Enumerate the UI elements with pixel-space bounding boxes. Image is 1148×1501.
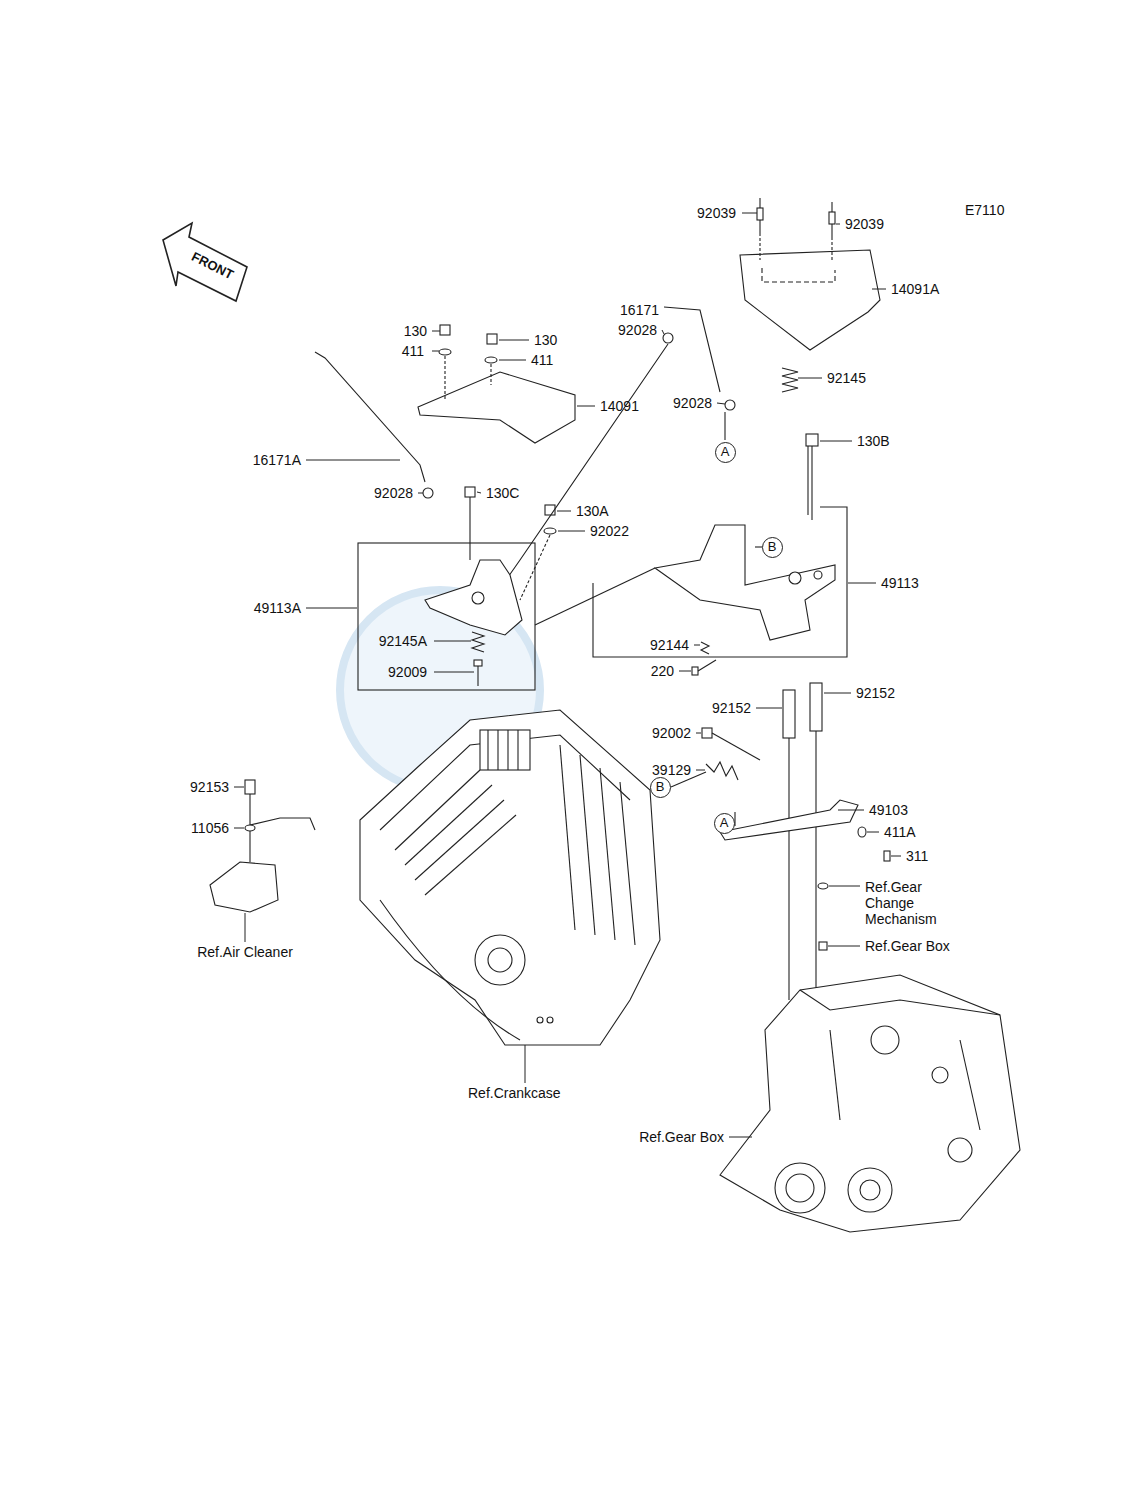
- leader-line: [828, 946, 860, 947]
- callout-number: 16171: [619, 302, 660, 318]
- callout-number: 130: [403, 323, 428, 339]
- leader-line: [234, 787, 244, 788]
- callout-number: 130B: [856, 433, 891, 449]
- leader-line: [557, 511, 571, 512]
- reference-letter: A: [720, 816, 729, 830]
- callout-number: 92145A: [378, 633, 428, 649]
- leader-line: [696, 770, 705, 771]
- leader-line: [717, 403, 725, 404]
- reference-note: Ref.Gear Change Mechanism: [864, 879, 958, 927]
- callout-number: 49103: [868, 802, 909, 818]
- callout-number: 130: [533, 332, 558, 348]
- callout-number: 92039: [696, 205, 737, 221]
- reference-note: Ref.Gear Box: [864, 938, 951, 954]
- callout-number: 92145: [826, 370, 867, 386]
- reference-circle: B: [650, 777, 671, 798]
- leader-line: [662, 330, 664, 334]
- callout-number: 411: [401, 343, 425, 359]
- leader-line: [820, 441, 852, 442]
- callout-number: 49113A: [253, 600, 302, 616]
- callout-number: 411A: [883, 824, 917, 840]
- leader-line: [679, 671, 691, 672]
- leader-line: [848, 583, 876, 584]
- leader-line: [729, 1137, 752, 1138]
- leader-line: [742, 213, 757, 214]
- callout-number: 411: [530, 352, 554, 368]
- leader-line: [829, 886, 860, 887]
- leader-line: [577, 406, 595, 407]
- callout-number: 92009: [387, 664, 428, 680]
- leader-line: [477, 492, 481, 493]
- leader-line: [872, 289, 886, 290]
- leader-line: [418, 493, 423, 494]
- direction-label: FRONT: [188, 248, 237, 283]
- leader-line: [867, 832, 879, 833]
- callout-number: 92039: [844, 216, 885, 232]
- callout-number: 39129: [651, 762, 692, 778]
- reference-letter: B: [768, 540, 777, 554]
- reference-circle: A: [715, 442, 736, 463]
- leader-line: [558, 531, 585, 532]
- reference-note: Ref.Gear Box: [638, 1129, 725, 1145]
- leader-line: [306, 460, 400, 461]
- leader-line: [306, 608, 357, 609]
- callout-number: 311: [905, 848, 929, 864]
- callout-number: 220: [650, 663, 675, 679]
- reference-circle: A: [714, 813, 735, 834]
- leader-line: [824, 693, 851, 694]
- leader-line: [694, 645, 700, 646]
- leader-line: [838, 810, 864, 811]
- callout-number: 92028: [617, 322, 658, 338]
- leader-line: [499, 340, 529, 341]
- callout-number: 92002: [651, 725, 692, 741]
- callout-number: 92152: [855, 685, 896, 701]
- reference-letter: A: [721, 445, 730, 459]
- leader-line: [798, 378, 822, 379]
- callout-number: 14091: [599, 398, 640, 414]
- reference-note: Ref.Crankcase: [467, 1085, 562, 1101]
- leader-line: [756, 708, 782, 709]
- diagram-code: E7110: [964, 202, 1005, 218]
- leader-line: [696, 733, 701, 734]
- leader-line: [525, 1045, 526, 1083]
- callout-number: 11056: [190, 820, 230, 836]
- callout-number: 92028: [373, 485, 414, 501]
- callout-number: 49113: [880, 575, 920, 591]
- callout-number: 14091A: [890, 281, 940, 297]
- callout-number: 92144: [649, 637, 690, 653]
- callout-number: 92028: [672, 395, 713, 411]
- reference-letter: B: [656, 780, 665, 794]
- callout-number: 130A: [575, 503, 610, 519]
- leader-line: [891, 856, 901, 857]
- leader-line: [234, 828, 244, 829]
- reference-circle: B: [762, 537, 783, 558]
- callout-number: 16171A: [252, 452, 302, 468]
- leader-line: [836, 224, 840, 225]
- callout-number: 130C: [485, 485, 520, 501]
- leader-line: [432, 351, 439, 352]
- callout-number: 92153: [189, 779, 230, 795]
- leader-line: [434, 641, 471, 642]
- callout-number: 92022: [589, 523, 630, 539]
- leader-line: [432, 331, 440, 332]
- leader-line: [245, 913, 246, 942]
- leader-line: [499, 360, 526, 361]
- reference-note: Ref.Air Cleaner: [196, 944, 294, 960]
- leader-line: [434, 672, 474, 673]
- callout-number: 92152: [711, 700, 752, 716]
